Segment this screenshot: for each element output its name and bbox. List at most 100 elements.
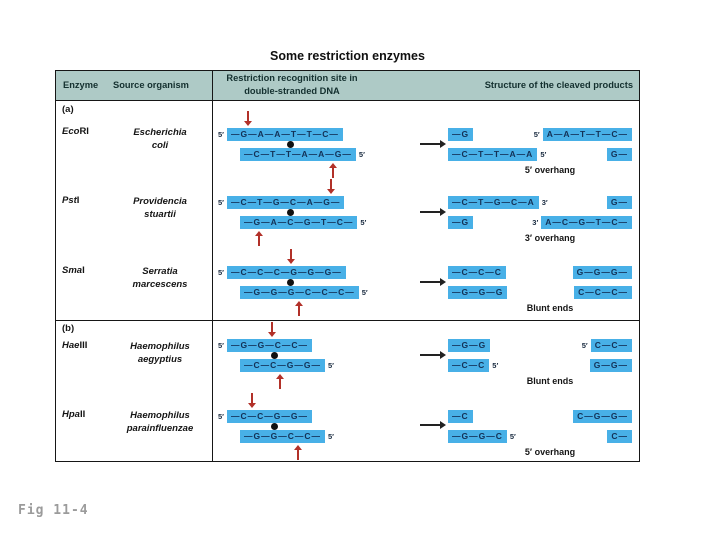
dna-sequence: A—A—T—T—C—	[542, 128, 632, 141]
cut-site-arrow-down-icon	[327, 179, 335, 194]
recognition-site-top-strand: 5′ —C—C—G—G—	[218, 410, 312, 423]
product-bottom-right: G—G—	[589, 359, 632, 372]
column-header-recognition-site: Restriction recognition site in double-s…	[206, 72, 378, 97]
section-b-label: (b)	[62, 323, 75, 334]
symmetry-center-dot-icon	[287, 141, 294, 148]
dna-sequence: C—	[607, 430, 632, 443]
enzyme-name-roman: RI	[79, 126, 89, 137]
dna-sequence: G—	[606, 148, 632, 161]
dna-sequence: —C—C	[448, 359, 490, 372]
dna-sequence: —G	[448, 128, 474, 141]
cut-site-arrow-down-icon	[287, 249, 295, 264]
five-prime-label: 5′	[218, 198, 224, 207]
recognition-site-bottom-strand: —G—G—G—C—C—C— 5′	[240, 286, 368, 299]
cleavage-arrow-icon	[420, 140, 446, 147]
column-header-source-organism: Source organism	[113, 80, 189, 90]
five-prime-label: 5′	[218, 412, 224, 421]
recognition-site-top-strand: 5′ —C—T—G—C—A—G—	[218, 196, 345, 209]
enzyme-name-hpaii: HpaII	[62, 409, 85, 420]
cut-site-arrow-down-icon	[248, 393, 256, 408]
symmetry-center-dot-icon	[287, 279, 294, 286]
column-header-recognition-site-line2: double-stranded DNA	[244, 85, 340, 96]
dna-sequence: —G—G—C—C—	[226, 339, 312, 352]
table-body	[55, 101, 640, 462]
organism-line2: aegyptius	[137, 354, 183, 365]
five-prime-label: 5′	[509, 432, 516, 441]
organism-psti: Providencia stuartii	[112, 195, 208, 221]
dna-sequence: —C—T—G—C—A	[448, 196, 539, 209]
enzyme-name-italic: Sma	[62, 265, 83, 276]
dna-sequence: C—G—G—	[573, 410, 632, 423]
five-prime-label: 5′	[218, 268, 224, 277]
cleavage-arrow-icon	[420, 351, 446, 358]
organism-line2: parainfluenzae	[126, 423, 194, 434]
product-top-left: —C—C—C	[448, 266, 506, 279]
organism-line1: Haemophilus	[130, 410, 190, 421]
product-top-right: 5′ A—A—T—T—C—	[534, 128, 632, 141]
dna-sequence: —C—C—C—G—G—G—	[226, 266, 346, 279]
table-header-row: Enzyme Source organism Restriction recog…	[55, 70, 640, 101]
recognition-site-bottom-strand: —C—C—G—G— 5′	[240, 359, 334, 372]
product-bottom-left: —C—C 5′	[448, 359, 498, 372]
cut-site-arrow-up-icon	[255, 231, 263, 246]
enzyme-name-psti: PstI	[62, 195, 79, 206]
five-prime-label: 5′	[540, 150, 547, 159]
dna-sequence: C—C—C—	[574, 286, 632, 299]
recognition-site-bottom-strand: —C—T—T—A—A—G— 5′	[240, 148, 365, 161]
enzyme-name-roman: II	[79, 409, 86, 420]
symmetry-center-dot-icon	[271, 423, 278, 430]
recognition-site-top-strand: 5′ —G—A—A—T—T—C—	[218, 128, 343, 141]
cut-site-arrow-up-icon	[276, 374, 284, 389]
product-bottom-left: —G	[448, 216, 474, 229]
dna-sequence: —G—G—C	[448, 430, 507, 443]
organism-ecori: Escherichia coli	[112, 126, 208, 152]
five-prime-label: 5′	[492, 361, 499, 370]
dna-sequence: —C—T—T—A—A	[448, 148, 538, 161]
dna-sequence: —C—C—C	[448, 266, 506, 279]
organism-smai: Serratia marcescens	[112, 265, 208, 291]
product-bottom-right: C—	[607, 430, 632, 443]
cleavage-arrow-icon	[420, 208, 446, 215]
figure-title: Some restriction enzymes	[270, 49, 425, 63]
recognition-site-bottom-strand: —G—G—C—C— 5′	[240, 430, 334, 443]
cleavage-arrow-icon	[420, 421, 446, 428]
product-top-right: G—	[606, 196, 632, 209]
cleavage-arrow-icon	[420, 278, 446, 285]
dna-sequence: —G—G—G—C—C—C—	[240, 286, 359, 299]
dna-sequence: —G	[448, 216, 474, 229]
section-divider	[55, 320, 640, 321]
figure-number-label: Fig 11-4	[18, 503, 89, 518]
enzyme-name-roman: I	[76, 195, 80, 206]
organism-hpaii: Haemophilus parainfluenzae	[112, 409, 208, 435]
column-header-cleaved-products: Structure of the cleaved products	[484, 80, 633, 90]
cut-site-arrow-up-icon	[294, 445, 302, 460]
enzyme-name-ecori: EcoRI	[62, 126, 89, 137]
enzyme-name-roman: I	[82, 265, 85, 276]
dna-sequence: G—	[606, 196, 632, 209]
product-bottom-left: —G—G—C 5′	[448, 430, 516, 443]
recognition-site-top-strand: 5′ —G—G—C—C—	[218, 339, 312, 352]
dna-sequence: G—G—	[589, 359, 632, 372]
product-end-type-caption: Blunt ends	[526, 303, 574, 313]
dna-sequence: C—C—	[590, 339, 632, 352]
dna-sequence: A—C—G—T—C—	[541, 216, 632, 229]
column-header-enzyme: Enzyme	[63, 80, 99, 90]
dna-sequence: —G—G—C—C—	[240, 430, 325, 443]
product-bottom-left: —C—T—T—A—A 5′	[448, 148, 546, 161]
five-prime-label: 5′	[581, 341, 588, 350]
dna-sequence: —C—C—G—G—	[226, 410, 312, 423]
organism-line1: Escherichia	[133, 127, 187, 138]
enzyme-name-smai: SmaI	[62, 265, 85, 276]
product-end-type-caption: Blunt ends	[526, 376, 574, 386]
three-prime-label: 3′	[541, 198, 548, 207]
product-top-right: C—G—G—	[573, 410, 632, 423]
three-prime-label: 3′	[532, 218, 539, 227]
symmetry-center-dot-icon	[287, 209, 294, 216]
organism-line2: stuartii	[144, 209, 176, 220]
product-top-left: —C—T—G—C—A 3′	[448, 196, 548, 209]
product-top-left: —G	[448, 128, 474, 141]
cut-site-arrow-down-icon	[244, 111, 252, 126]
product-top-right: G—G—G—	[572, 266, 632, 279]
column-header-recognition-site-line1: Restriction recognition site in	[226, 73, 358, 83]
